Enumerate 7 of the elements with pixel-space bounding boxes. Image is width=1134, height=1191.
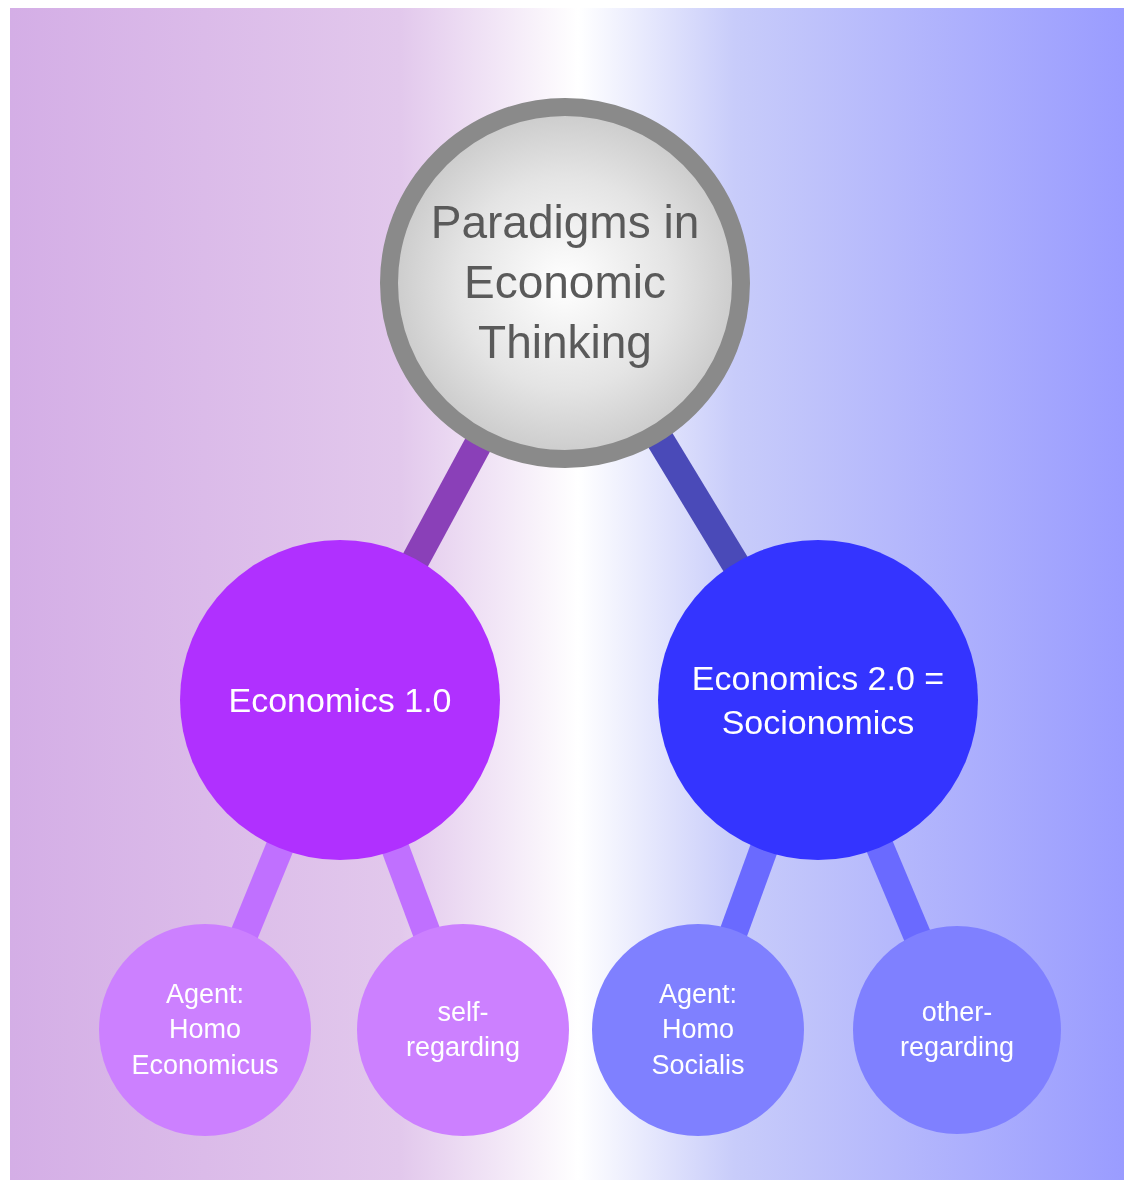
node-label: Agent: Homo Socialis [650,978,746,1082]
node-label: Economics 2.0 = Socionomics [690,657,946,743]
node-label: other-regarding [898,995,1016,1064]
node-label: self-regarding [404,995,522,1064]
node-label: Paradigms in Economic Thinking [430,195,700,370]
node-label: Economics 1.0 [227,679,453,721]
node-label: Agent: Homo Economicus [130,978,280,1082]
